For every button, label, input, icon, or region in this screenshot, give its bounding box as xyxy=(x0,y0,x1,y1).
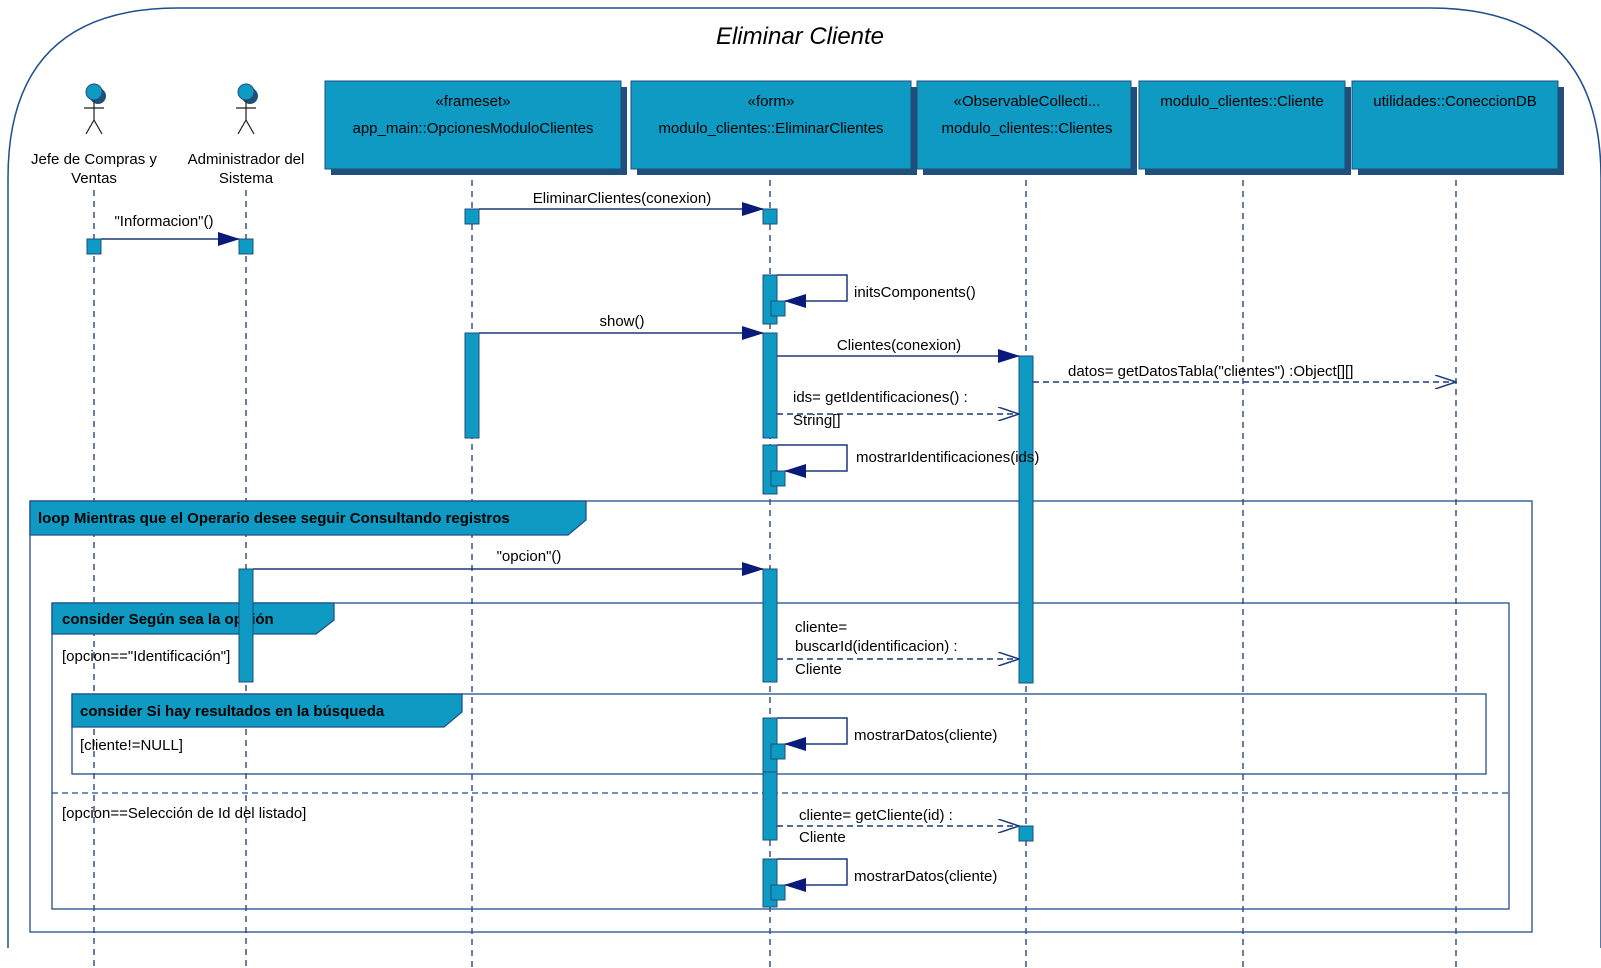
message-label: datos= getDatosTabla("clientes") :Object… xyxy=(1068,363,1353,380)
activation-bar xyxy=(762,274,778,325)
fragment-label: consider Según sea la opción xyxy=(62,611,274,628)
message-label: "opcion"() xyxy=(497,548,562,565)
activation-bar xyxy=(1018,825,1034,842)
message-label: buscarId(identificacion) : xyxy=(795,638,958,655)
actor-label: Sistema xyxy=(219,170,274,187)
activation-bar xyxy=(770,743,786,760)
fragment-label: loop Mientras que el Operario desee segu… xyxy=(38,510,510,527)
activation-bar xyxy=(238,568,254,683)
activation-bar xyxy=(86,238,102,255)
object-opciones-modulo-clientes: «frameset» app_main::OpcionesModuloClien… xyxy=(324,80,627,175)
message-label: mostrarDatos(cliente) xyxy=(854,868,997,885)
fragment-guard: [opcion=="Identificación"] xyxy=(62,648,230,665)
message-label: cliente= xyxy=(795,619,847,636)
object-clientes: «ObservableCollecti... modulo_clientes::… xyxy=(916,80,1137,175)
actor-label: Jefe de Compras y xyxy=(31,151,157,168)
activation-bar xyxy=(770,300,786,317)
messages xyxy=(101,202,1456,892)
object-conecciondb: utilidades::ConeccionDB xyxy=(1351,80,1564,175)
message-label: EliminarClientes(conexion) xyxy=(533,190,711,207)
activation-bar xyxy=(762,444,778,495)
fragment-consider-resultados: consider Si hay resultados en la búsqued… xyxy=(71,693,1487,775)
message-labels: EliminarClientes(conexion) "Informacion"… xyxy=(114,190,1353,885)
self-message-arrow xyxy=(777,444,848,478)
stick-figure-icon xyxy=(236,83,258,135)
message-label: mostrarIdentificaciones(ids) xyxy=(856,449,1039,466)
activation-bar xyxy=(770,470,786,487)
stick-figure-icon xyxy=(84,83,106,135)
activation-bar xyxy=(770,884,786,901)
activation-bar xyxy=(1018,355,1034,684)
message-label: Cliente xyxy=(799,829,846,846)
object-stereotype: «frameset» xyxy=(435,93,510,110)
object-stereotype: «form» xyxy=(748,93,795,110)
self-message-arrow xyxy=(777,717,848,751)
object-name: modulo_clientes::Cliente xyxy=(1160,93,1323,110)
object-cliente: modulo_clientes::Cliente xyxy=(1138,80,1351,175)
activation-bar xyxy=(464,208,480,225)
activation-bar xyxy=(762,771,778,841)
message-label: "Informacion"() xyxy=(114,213,213,230)
diagram-title: Eliminar Cliente xyxy=(716,23,884,50)
actor-label: Ventas xyxy=(71,170,117,187)
fragment-guard: [opcion==Selección de Id del listado] xyxy=(62,805,306,822)
fragment-consider-opcion: consider Según sea la opción [opcion=="I… xyxy=(51,602,1510,910)
object-stereotype: «ObservableCollecti... xyxy=(954,93,1101,110)
activation-bar xyxy=(238,238,254,255)
fragment-guard: [cliente!=NULL] xyxy=(80,737,183,754)
message-label: initsComponents() xyxy=(854,284,976,301)
message-label: Cliente xyxy=(795,661,842,678)
fragment-loop: loop Mientras que el Operario desee segu… xyxy=(29,500,1533,933)
activation-bar xyxy=(762,208,778,225)
message-label: Clientes(conexion) xyxy=(837,337,961,354)
message-label: cliente= getCliente(id) : xyxy=(799,807,953,824)
diagram-frame xyxy=(7,7,1601,948)
activation-bar xyxy=(762,568,778,683)
actor-label: Administrador del xyxy=(188,151,305,168)
message-label: mostrarDatos(cliente) xyxy=(854,727,997,744)
object-eliminar-clientes: «form» modulo_clientes::EliminarClientes xyxy=(630,80,917,175)
actor-jefe: Jefe de Compras y Ventas xyxy=(31,83,157,187)
object-name: modulo_clientes::Clientes xyxy=(942,120,1113,137)
self-message-arrow xyxy=(777,858,848,892)
self-message-arrow xyxy=(777,274,848,308)
actor-administrador: Administrador del Sistema xyxy=(188,83,305,187)
message-label: String[] xyxy=(793,412,841,429)
object-name: app_main::OpcionesModuloClientes xyxy=(353,120,594,137)
activation-bar xyxy=(464,332,480,439)
object-name: utilidades::ConeccionDB xyxy=(1373,93,1536,110)
message-label: ids= getIdentificaciones() : xyxy=(793,389,968,406)
fragment-label: consider Si hay resultados en la búsqued… xyxy=(80,703,385,720)
activation-bar xyxy=(762,332,778,439)
activations xyxy=(86,208,1034,908)
message-label: show() xyxy=(599,313,644,330)
object-name: modulo_clientes::EliminarClientes xyxy=(658,120,883,137)
